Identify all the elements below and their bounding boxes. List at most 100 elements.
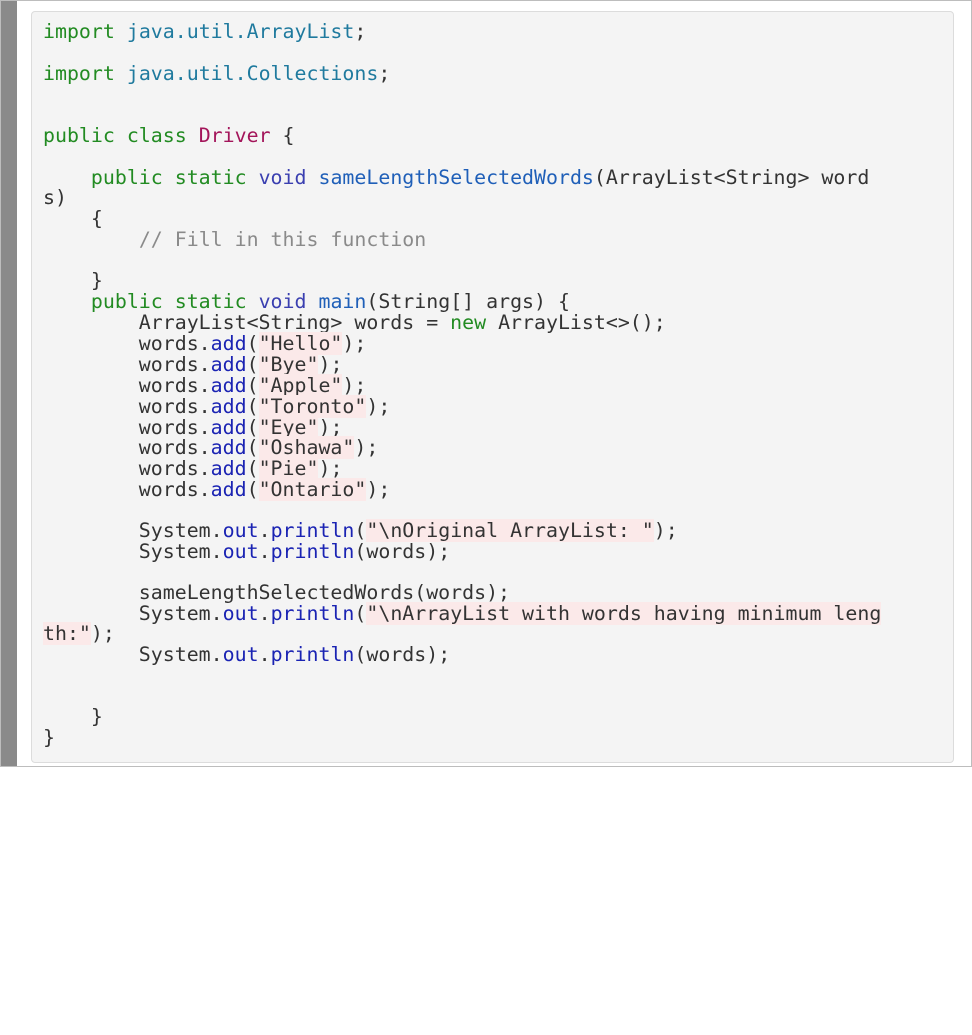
receiver: words. — [43, 374, 211, 397]
string-literal: "\nArrayList with words having minimum l… — [366, 602, 882, 625]
string-literal: "Eye" — [258, 416, 319, 439]
paren: ( — [246, 416, 259, 439]
method-call: add — [210, 353, 247, 376]
code-line-close-brace: } — [43, 705, 103, 728]
receiver: words. — [43, 395, 211, 418]
keyword-void: void — [258, 166, 307, 189]
code-line-call: sameLengthSelectedWords(words); — [43, 581, 511, 604]
string-literal: "Hello" — [258, 332, 343, 355]
paren-semicolon: ); — [354, 436, 379, 459]
semicolon: ; — [378, 62, 391, 85]
space — [187, 124, 199, 147]
code-line-add: words.add("Eye"); — [43, 416, 343, 439]
code-line-add: words.add("Toronto"); — [43, 395, 391, 418]
arguments: (words); — [354, 540, 451, 563]
field-out: out — [222, 519, 259, 542]
keyword-import: import — [43, 62, 115, 85]
method-call: add — [210, 395, 247, 418]
method-call: add — [210, 457, 247, 480]
code-line-println: System.out.println("\nArrayList with wor… — [43, 602, 882, 625]
paren: ( — [246, 436, 259, 459]
string-literal: "Oshawa" — [258, 436, 355, 459]
method-call: add — [210, 416, 247, 439]
code-line-add: words.add("Hello"); — [43, 332, 367, 355]
code-content: import java.util.ArrayList; import java.… — [43, 0, 882, 1035]
code-line-close-brace: } — [43, 726, 55, 749]
receiver: words. — [43, 353, 211, 376]
code-line-wrap: s) — [43, 186, 67, 209]
paren: ( — [246, 374, 259, 397]
paren-semicolon: ); — [366, 395, 391, 418]
field-out: out — [222, 540, 259, 563]
code-line-new-list: ArrayList<String> words = new ArrayList<… — [43, 312, 666, 334]
method-call: println — [270, 519, 355, 542]
indent — [43, 228, 139, 251]
receiver: words. — [43, 332, 211, 355]
space — [247, 290, 259, 313]
receiver: words. — [43, 416, 211, 439]
paren: ( — [246, 395, 259, 418]
dot: . — [258, 602, 271, 625]
code-line-close-brace: } — [43, 269, 103, 292]
receiver: words. — [43, 436, 211, 459]
paren-semicolon: ); — [342, 332, 367, 355]
paren-semicolon: ); — [318, 457, 343, 480]
space — [306, 290, 318, 313]
dot: . — [258, 519, 271, 542]
semicolon: ; — [354, 20, 367, 43]
method-params: (String[] args) { — [366, 290, 570, 313]
string-literal: "Toronto" — [258, 395, 367, 418]
space — [306, 166, 318, 189]
code-line-println: System.out.println(words); — [43, 541, 450, 563]
method-call: add — [210, 478, 247, 501]
keyword-public-static: public static — [90, 290, 247, 313]
field-out: out — [222, 602, 259, 625]
code-line-add: words.add("Ontario"); — [43, 478, 390, 501]
dot: . — [258, 540, 271, 563]
indent — [43, 290, 91, 313]
method-call: println — [270, 643, 355, 666]
paren-semicolon: ); — [342, 374, 367, 397]
string-literal: "Pie" — [258, 457, 319, 480]
keyword-public-class: public class — [43, 124, 187, 147]
paren: ( — [246, 353, 259, 376]
space — [247, 166, 259, 189]
method-call: add — [210, 332, 247, 355]
field-out: out — [222, 643, 259, 666]
keyword-void: void — [258, 290, 307, 313]
paren-semicolon: ); — [318, 353, 343, 376]
string-literal: "Ontario" — [258, 478, 367, 501]
code-line-open-brace: { — [43, 207, 103, 230]
code-line-add: words.add("Apple"); — [43, 374, 367, 397]
code-line-println: System.out.println(words); — [43, 644, 450, 666]
keyword-public-static: public static — [90, 166, 247, 189]
receiver: words. — [43, 478, 211, 501]
declaration: ArrayList<String> words = — [43, 311, 451, 334]
method-name: sameLengthSelectedWords — [318, 166, 594, 189]
paren-semicolon: ); — [90, 622, 115, 645]
method-call: println — [270, 602, 355, 625]
method-params: (ArrayList<String> word — [593, 166, 870, 189]
receiver: System. — [43, 643, 223, 666]
string-literal: th:" — [43, 622, 91, 645]
code-line-comment: // Fill in this function — [43, 229, 426, 251]
comment: // Fill in this function — [138, 228, 427, 251]
paren-semicolon: ); — [653, 519, 678, 542]
arguments: (words); — [354, 643, 451, 666]
method-call: add — [210, 374, 247, 397]
space — [115, 20, 127, 43]
keyword-new: new — [450, 311, 487, 334]
paren-semicolon: ); — [318, 416, 343, 439]
paren: ( — [354, 519, 367, 542]
package-name: java.util.Collections — [126, 62, 379, 85]
constructor: ArrayList<>(); — [486, 311, 666, 334]
class-name: Driver — [198, 124, 271, 147]
code-line-main-decl: public static void main(String[] args) { — [43, 291, 570, 313]
keyword-import: import — [43, 20, 115, 43]
paren: ( — [354, 602, 367, 625]
receiver: System. — [43, 519, 223, 542]
code-line-wrap: th:"); — [43, 622, 115, 645]
code-block — [31, 11, 954, 763]
code-line-add: words.add("Bye"); — [43, 353, 343, 376]
method-call: println — [270, 540, 355, 563]
